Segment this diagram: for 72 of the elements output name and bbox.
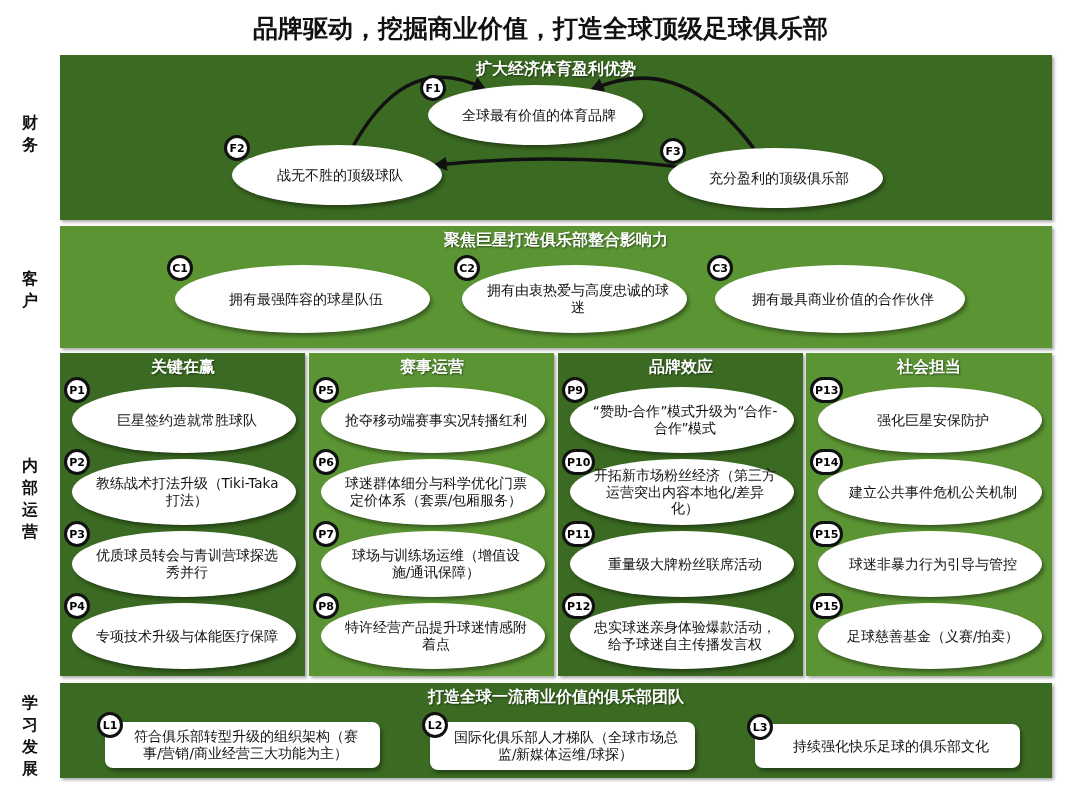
objective-text: 建立公共事件危机公关机制: [848, 483, 1018, 501]
number-badge: P12: [562, 593, 596, 619]
band-heading: 社会担当: [897, 357, 961, 378]
objective-text: 国际化俱乐部人才梯队（全球市场总监/新媒体运维/球探）: [452, 729, 679, 763]
band-heading: 品牌效应: [648, 357, 713, 378]
number-badge: F2: [224, 135, 250, 161]
objective-text: 充分盈利的顶级俱乐部: [707, 169, 850, 187]
number-badge: P9: [562, 377, 588, 403]
perspective-band: [558, 353, 803, 676]
number-badge: C1: [167, 255, 193, 281]
objective-text: 持续强化快乐足球的俱乐部文化: [791, 737, 990, 755]
objective-text: 教练战术打法升级（Tiki-Taka打法）: [94, 475, 280, 509]
objective-text: 符合俱乐部转型升级的组织架构（赛事/营销/商业经营三大功能为主）: [132, 728, 359, 762]
objective-text: 拥有最强阵容的球星队伍: [227, 290, 384, 308]
perspective-band: [806, 353, 1052, 676]
number-badge: P11: [562, 521, 596, 547]
objective-text: 优质球员转会与青训营球探选秀并行: [95, 547, 279, 581]
number-badge: F3: [660, 138, 686, 164]
number-badge: P10: [562, 449, 596, 475]
perspective-band: [60, 55, 1052, 220]
curved-arrow: [352, 75, 487, 147]
objective-text: 开拓新市场粉丝经济（第三方运营突出内容本地化/差异化）: [593, 466, 777, 518]
number-badge: C2: [454, 255, 480, 281]
number-badge: L2: [422, 712, 448, 738]
number-badge: P2: [64, 449, 90, 475]
perspective-band: [60, 226, 1052, 348]
band-heading: 扩大经济体育盈利优势: [476, 59, 636, 80]
number-badge: P8: [313, 593, 339, 619]
objective-text: 特许经营产品提升球迷情感附着点: [344, 619, 528, 653]
number-badge: P14: [810, 449, 844, 475]
number-badge: P15: [810, 521, 844, 547]
band-heading: 打造全球一流商业价值的俱乐部团队: [428, 687, 684, 708]
objective-text: 全球最有价值的体育品牌: [460, 106, 617, 124]
side-label: 学习发展: [22, 692, 39, 780]
band-heading: 关键在赢: [150, 357, 215, 378]
objective-text: 球场与训练场运维（增值设施/通讯保障）: [351, 547, 521, 581]
number-badge: C3: [707, 255, 733, 281]
number-badge: L3: [747, 714, 773, 740]
perspective-band: [60, 683, 1052, 778]
side-label: 内部运营: [22, 455, 39, 543]
objective-text: 战无不胜的顶级球队: [276, 166, 404, 184]
band-heading: 聚焦巨星打造俱乐部整合影响力: [444, 230, 668, 251]
band-heading: 赛事运营: [399, 357, 464, 378]
number-badge: P5: [313, 377, 339, 403]
perspective-band: [60, 353, 305, 676]
number-badge: F1: [420, 75, 446, 101]
objective-text: 拥有由衷热爱与高度忠诚的球迷: [485, 282, 670, 316]
objective-text: 专项技术升级与体能医疗保障: [95, 627, 279, 645]
objective-text: 球迷群体细分与科学优化门票定价体系（套票/包厢服务）: [344, 475, 528, 509]
number-badge: P13: [810, 377, 844, 403]
objective-text: “赞助-合作”模式升级为“合作-合作”模式: [591, 403, 779, 437]
objective-text: 重量级大牌粉丝联席活动: [607, 555, 763, 573]
objective-text: 足球慈善基金（义赛/拍卖）: [845, 627, 1021, 645]
number-badge: P1: [64, 377, 90, 403]
number-badge: P3: [64, 521, 90, 547]
objective-text: 拥有最具商业价值的合作伙伴: [751, 290, 935, 308]
objective-text: 强化巨星安保防护: [876, 411, 990, 429]
number-badge: P4: [64, 593, 90, 619]
diagram-title: 品牌驱动，挖掘商业价值，打造全球顶级足球俱乐部: [251, 13, 829, 45]
number-badge: L1: [97, 712, 123, 738]
side-label: 财务: [22, 112, 39, 156]
perspective-band: [309, 353, 554, 676]
objective-text: 球迷非暴力行为引导与管控: [848, 555, 1018, 573]
objective-text: 巨星签约造就常胜球队: [116, 411, 258, 429]
objective-text: 忠实球迷亲身体验爆款活动，给予球迷自主传播发言权: [593, 619, 777, 653]
side-label: 客户: [22, 268, 39, 312]
objective-text: 抢夺移动端赛事实况转播红利: [344, 411, 528, 429]
number-badge: P7: [313, 521, 339, 547]
curved-arrow: [589, 76, 756, 150]
number-badge: P6: [313, 449, 339, 475]
curved-arrow: [433, 156, 677, 171]
number-badge: P15: [810, 593, 844, 619]
